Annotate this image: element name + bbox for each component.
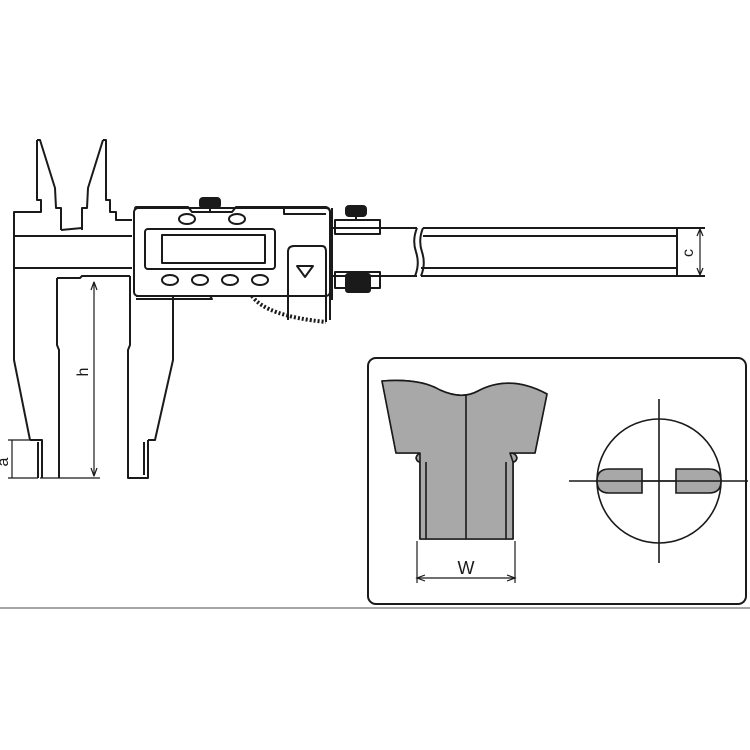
dimension-a (8, 439, 38, 479)
lcd-screen (161, 234, 266, 264)
label-c: c (680, 249, 697, 257)
slider-body (133, 206, 331, 324)
lcd-frame (144, 228, 276, 270)
label-h: h (75, 368, 92, 377)
dimension-c (696, 228, 704, 276)
lock-screw (199, 197, 221, 212)
triangle-down-icon (296, 265, 314, 278)
main-beam-right (330, 227, 705, 277)
upper-fixed-jaw (13, 139, 62, 230)
lower-fixed-jaw (13, 268, 43, 478)
fine-adjustment-clamp (331, 205, 381, 300)
bore-crosshair (569, 399, 748, 563)
main-beam-left (13, 230, 132, 275)
upper-movable-jaw (60, 139, 132, 231)
dimension-h (40, 281, 100, 479)
jaw-tip-section (381, 379, 548, 540)
detail-inset: W (367, 357, 748, 605)
lower-movable-jaw-inner (56, 275, 174, 479)
label-w: W (458, 558, 475, 578)
label-a: a (0, 457, 12, 466)
dimension-w (415, 541, 517, 583)
